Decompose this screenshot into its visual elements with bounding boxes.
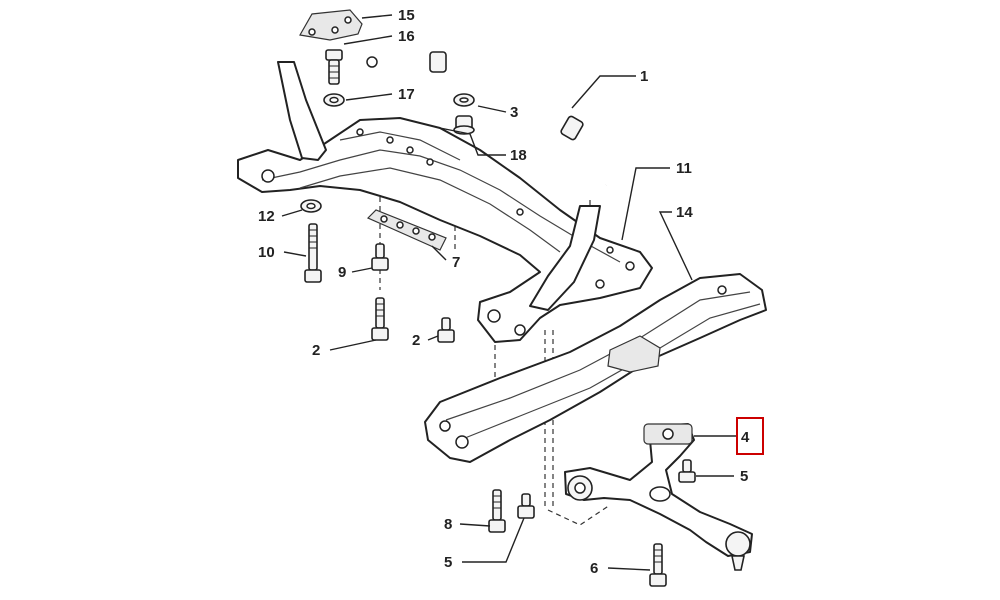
- part-4-lower-control-arm: [564, 423, 753, 571]
- part-1-stabilizer-bar: [366, 51, 610, 186]
- part-16-bolt: [325, 49, 343, 85]
- callout-17: 17: [398, 86, 415, 103]
- part-6-bolt: [649, 543, 667, 587]
- callout-8: 8: [444, 516, 452, 533]
- part-2-bolt-right: [437, 317, 455, 343]
- callout-15: 15: [398, 7, 415, 24]
- part-2-bolt-left: [371, 297, 389, 341]
- highlight-box-part-4: [736, 417, 764, 455]
- callout-6: 6: [590, 560, 598, 577]
- callout-5-right: 5: [740, 468, 748, 485]
- callout-1: 1: [640, 68, 648, 85]
- callout-4: 4: [741, 429, 750, 446]
- part-8-bolt: [488, 489, 506, 533]
- callout-5-left: 5: [444, 554, 452, 571]
- callout-9: 9: [338, 264, 346, 281]
- callout-14: 14: [676, 204, 693, 221]
- part-5-bolt-left: [517, 493, 535, 519]
- callout-2-left: 2: [312, 342, 320, 359]
- callout-16: 16: [398, 28, 415, 45]
- part-10-long-bolt: [304, 223, 322, 283]
- part-5-bolt-right: [678, 459, 696, 483]
- part-14-rear-crossmember: [424, 273, 767, 463]
- callout-12: 12: [258, 208, 275, 225]
- callout-11: 11: [676, 160, 692, 177]
- part-3-bushing: [453, 93, 475, 107]
- callout-18: 18: [510, 147, 527, 164]
- callout-labels: 15 16 17 1 3 18 11 14 12 10 7 9 2 2 4 5 …: [258, 7, 750, 577]
- part-17-washer: [323, 93, 345, 107]
- leader-lines: [281, 14, 736, 571]
- callout-2-right: 2: [412, 332, 420, 349]
- part-12-washer: [300, 199, 322, 213]
- part-7-plate: [366, 209, 447, 251]
- callout-3: 3: [510, 104, 518, 121]
- callout-7: 7: [452, 254, 460, 271]
- part-15-bracket: [299, 9, 363, 41]
- part-11-front-subframe: [237, 61, 653, 343]
- part-18-stud: [453, 115, 475, 135]
- part-9-short-bolt: [371, 243, 389, 271]
- callout-10: 10: [258, 244, 275, 261]
